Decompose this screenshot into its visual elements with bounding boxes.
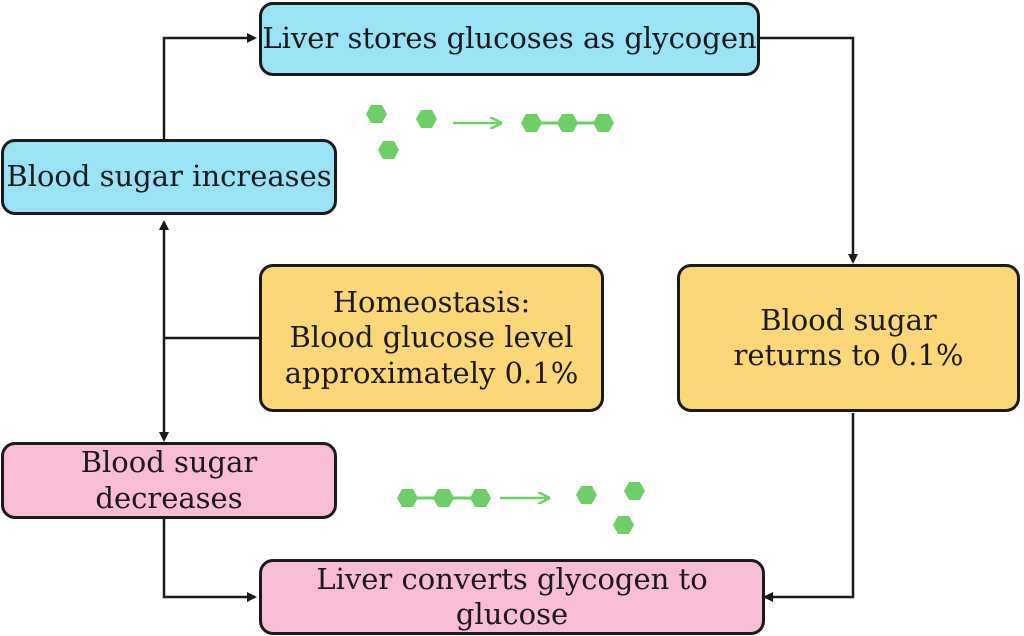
blood-sugar-returns-line-1: Blood sugar — [760, 302, 937, 337]
liver-stores-label: Liver stores glucoses as glycogen — [262, 21, 757, 56]
arrow-decrease-to-convert — [162, 519, 257, 602]
connectors — [159, 33, 858, 602]
glucose-molecule-icon — [378, 141, 399, 159]
blood-sugar-decreases-label: Blood sugar decreases — [80, 445, 258, 515]
blood-sugar-returns-box: Blood sugar returns to 0.1% — [677, 264, 1020, 412]
blood-sugar-increases-label: Blood sugar increases — [6, 159, 332, 194]
homeostasis-line-3: approximately 0.1% — [284, 355, 579, 390]
glucose-molecule-icon — [624, 482, 645, 500]
homeostasis-line-1: Homeostasis: — [332, 284, 531, 319]
homeostasis-box: Homeostasis: Blood glucose level approxi… — [259, 264, 604, 412]
glycogen-chain-icon — [521, 114, 614, 132]
arrow-increase-to-store — [162, 33, 257, 140]
glucose-molecule-icon — [576, 486, 597, 504]
blood-sugar-increases-box: Blood sugar increases — [1, 139, 337, 215]
glycogenesis-illustration — [366, 105, 614, 159]
glycogenolysis-illustration — [397, 482, 645, 534]
blood-sugar-returns-line-2: returns to 0.1% — [733, 338, 964, 372]
arrow-return-to-convert — [763, 413, 855, 602]
liver-converts-box: Liver converts glycogen to glucose — [259, 559, 765, 635]
glucose-molecule-icon — [366, 105, 387, 123]
liver-stores-box: Liver stores glucoses as glycogen — [259, 2, 760, 76]
homeostasis-line-2: Blood glucose level — [289, 320, 574, 355]
liver-converts-label: Liver converts glycogen to glucose — [316, 561, 708, 631]
glucose-molecule-icon — [613, 516, 634, 534]
glucose-molecule-icon — [416, 110, 437, 128]
arrow-store-to-return — [760, 36, 858, 264]
glycogen-chain-icon — [397, 489, 491, 507]
blood-sugar-decreases-box: Blood sugar decreases — [1, 442, 337, 519]
